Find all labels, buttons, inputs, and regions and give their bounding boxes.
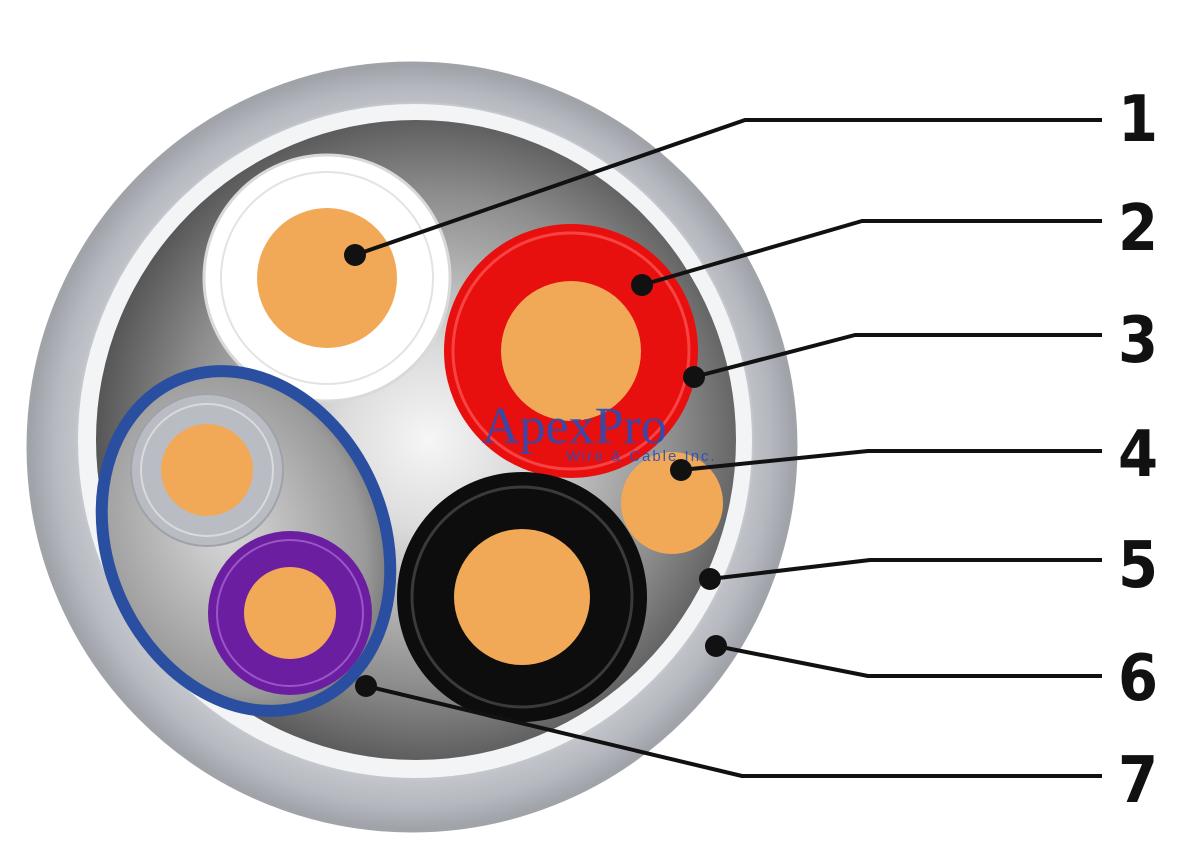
pair-wrap xyxy=(95,365,397,717)
leader-dot-7 xyxy=(355,675,377,697)
callout-number-2: 2 xyxy=(1118,192,1158,266)
callout-numbers: 1 2 3 4 5 6 7 xyxy=(1118,83,1158,818)
callout-number-1: 1 xyxy=(1118,83,1158,157)
callout-number-3: 3 xyxy=(1118,304,1158,378)
callout-number-4: 4 xyxy=(1118,418,1158,492)
leader-dot-5 xyxy=(699,568,721,590)
leader-lines xyxy=(354,118,1102,778)
callout-number-7: 7 xyxy=(1118,744,1158,818)
conductor-gray xyxy=(130,393,284,547)
callout-number-6: 6 xyxy=(1118,642,1158,716)
logo-tagline: Wire & Cable Inc. xyxy=(566,448,717,465)
leader-line-1 xyxy=(354,118,1102,257)
conductor-black xyxy=(397,472,647,722)
leader-dot-3 xyxy=(683,366,705,388)
bare-conductor xyxy=(621,452,723,554)
leader-dot-6 xyxy=(705,635,727,657)
leader-line-7 xyxy=(365,684,1102,778)
leader-dot-4 xyxy=(670,459,692,481)
leader-dots xyxy=(344,244,727,697)
logo-brand: ApexPro xyxy=(482,398,667,455)
leader-line-2 xyxy=(641,219,1102,287)
leader-line-3 xyxy=(693,333,1102,379)
conductor-white xyxy=(202,153,452,403)
leader-line-6 xyxy=(715,644,1102,678)
leader-line-5 xyxy=(709,558,1102,581)
leader-dot-1 xyxy=(344,244,366,266)
callout-number-5: 5 xyxy=(1118,529,1158,603)
conductor-purple xyxy=(208,531,372,695)
leader-dot-2 xyxy=(631,274,653,296)
leader-line-4 xyxy=(680,449,1102,472)
